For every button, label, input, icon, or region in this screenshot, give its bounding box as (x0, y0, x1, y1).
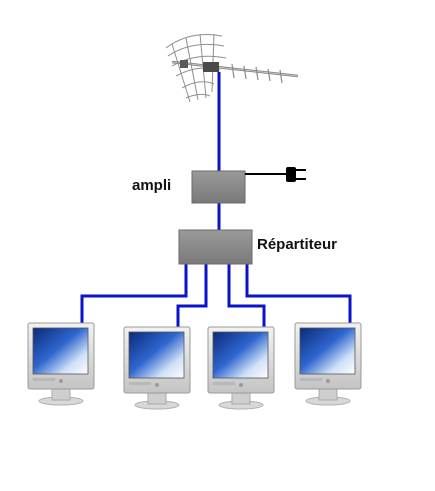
coax-cables (80, 72, 352, 328)
monitor-icon (123, 326, 191, 410)
monitor-icon (294, 322, 362, 406)
splitter-label: Répartiteur (257, 236, 338, 253)
amplifier-box (191, 170, 246, 204)
monitor-icon (207, 326, 275, 410)
tv-antenna-icon (165, 33, 299, 103)
monitor-icon (27, 322, 95, 406)
amplifier-label: ampli (132, 177, 172, 194)
splitter-box (178, 229, 253, 265)
power-plug-icon (245, 167, 306, 182)
